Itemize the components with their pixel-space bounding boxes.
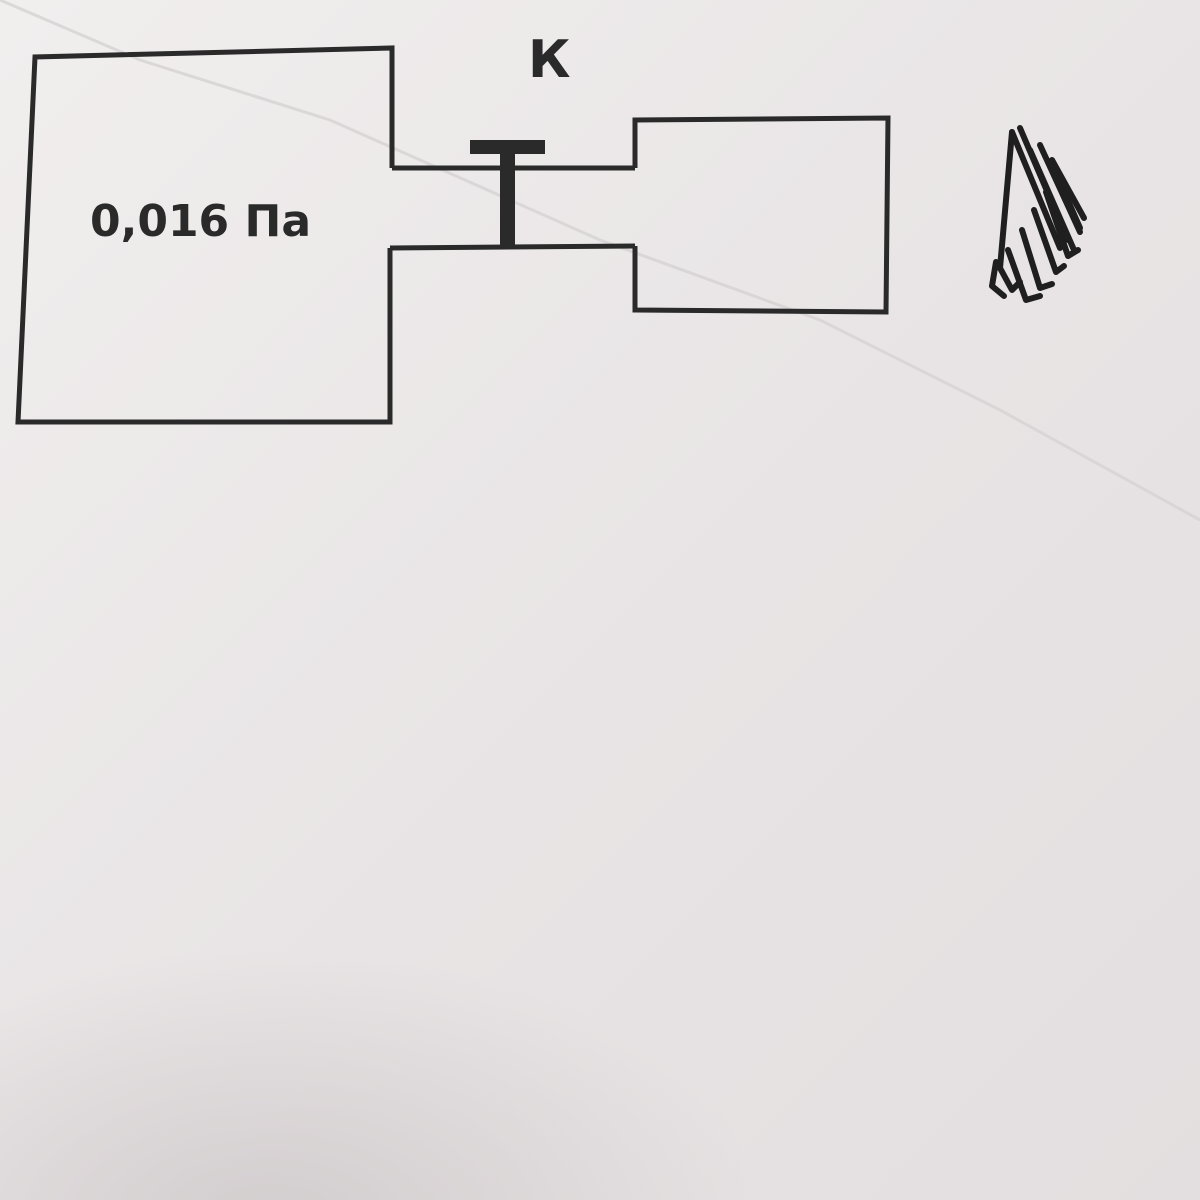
valve-handle [470, 140, 545, 154]
hand-shadow [0, 700, 900, 1200]
valve-stem [500, 150, 515, 246]
valve-label: К [528, 30, 571, 90]
paper-crease [0, 0, 1200, 522]
scribble-mark [989, 125, 1087, 303]
left-vessel [15, 45, 395, 425]
right-vessel [632, 115, 891, 315]
tube-bottom-wall [389, 243, 636, 251]
left-vessel-pressure-label: 0,016 Па [90, 196, 312, 247]
valve [470, 140, 545, 246]
